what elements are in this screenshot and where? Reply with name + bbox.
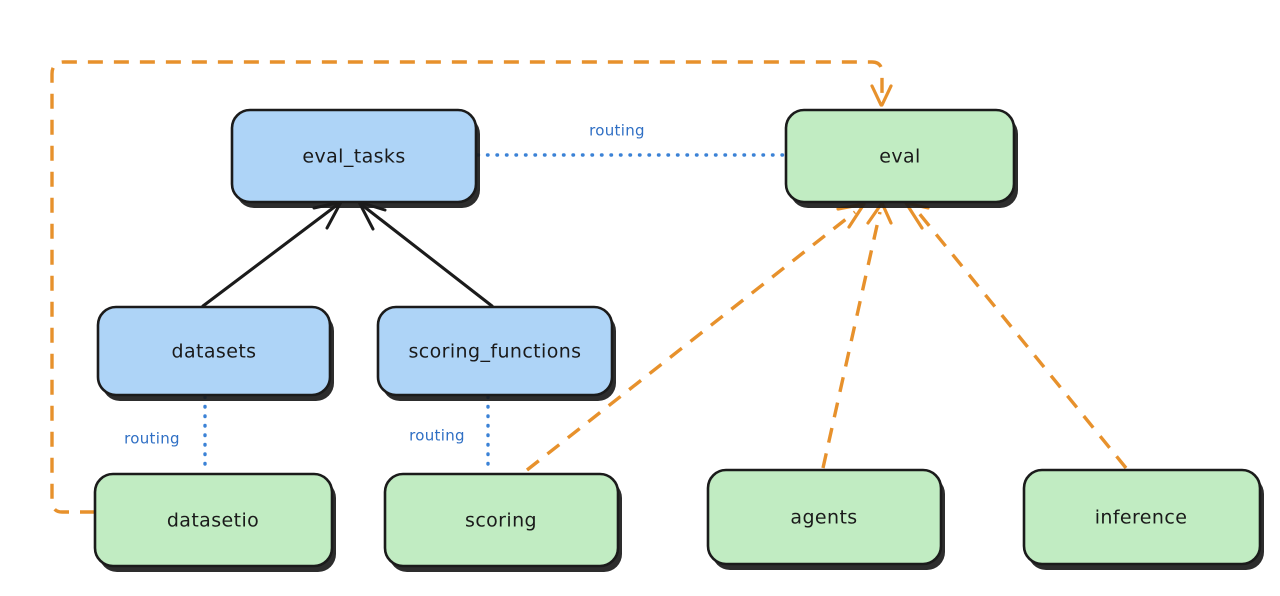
node-label-eval-tasks: eval_tasks — [302, 146, 405, 168]
node-label-scoring: scoring — [465, 510, 537, 532]
node-body-datasetio — [93, 472, 334, 568]
edge-label-routing-datasets-datasetio: routing — [124, 430, 180, 448]
node-body-scoring — [383, 472, 620, 568]
edge-path-datasets-eval-tasks — [201, 203, 339, 308]
edge-label-routing-eval-tasks-eval: routing — [589, 122, 645, 140]
edge-path-agents-eval — [821, 211, 882, 469]
node-datasets[interactable]: datasets — [96, 305, 334, 401]
node-body-inference — [1022, 468, 1262, 566]
edge-label-routing-scoring-functions-scoring: routing — [409, 427, 465, 445]
node-eval[interactable]: eval — [784, 108, 1018, 208]
node-scoring-functions[interactable]: scoring_functions — [376, 305, 616, 401]
edge-path-inference-eval — [916, 210, 1128, 470]
edge-datasetio-eval[interactable] — [50, 60, 893, 514]
edge-labels-layer: routing routing routing — [124, 122, 645, 448]
edge-inference-eval[interactable] — [904, 201, 1128, 470]
node-body-scoring-functions — [376, 305, 614, 397]
node-scoring[interactable]: scoring — [383, 472, 622, 572]
node-body-datasets — [96, 305, 332, 397]
node-body-agents — [706, 468, 943, 566]
edge-path-scoring-functions-eval-tasks — [360, 203, 494, 308]
node-label-agents: agents — [790, 507, 857, 529]
node-label-inference: inference — [1095, 507, 1188, 529]
node-inference[interactable]: inference — [1022, 468, 1264, 570]
edge-scoring-functions-eval-tasks[interactable] — [357, 200, 494, 308]
node-datasetio[interactable]: datasetio — [93, 472, 336, 572]
edge-path-scoring-eval — [525, 210, 857, 472]
edge-path-datasetio-eval — [50, 60, 884, 514]
node-label-eval: eval — [879, 146, 920, 168]
node-body-eval — [784, 108, 1016, 204]
arrowhead-datasetio-eval — [870, 84, 893, 107]
node-body-eval-tasks — [230, 108, 478, 204]
edge-agents-eval[interactable] — [821, 201, 893, 469]
node-agents[interactable]: agents — [706, 468, 945, 570]
nodes-layer: eval_tasks eval datasets scoring_functio… — [93, 108, 1264, 572]
node-label-datasetio: datasetio — [167, 510, 259, 532]
node-label-scoring-functions: scoring_functions — [409, 341, 582, 363]
node-label-datasets: datasets — [172, 341, 257, 363]
node-eval-tasks[interactable]: eval_tasks — [230, 108, 480, 208]
edge-datasets-eval-tasks[interactable] — [201, 200, 343, 308]
